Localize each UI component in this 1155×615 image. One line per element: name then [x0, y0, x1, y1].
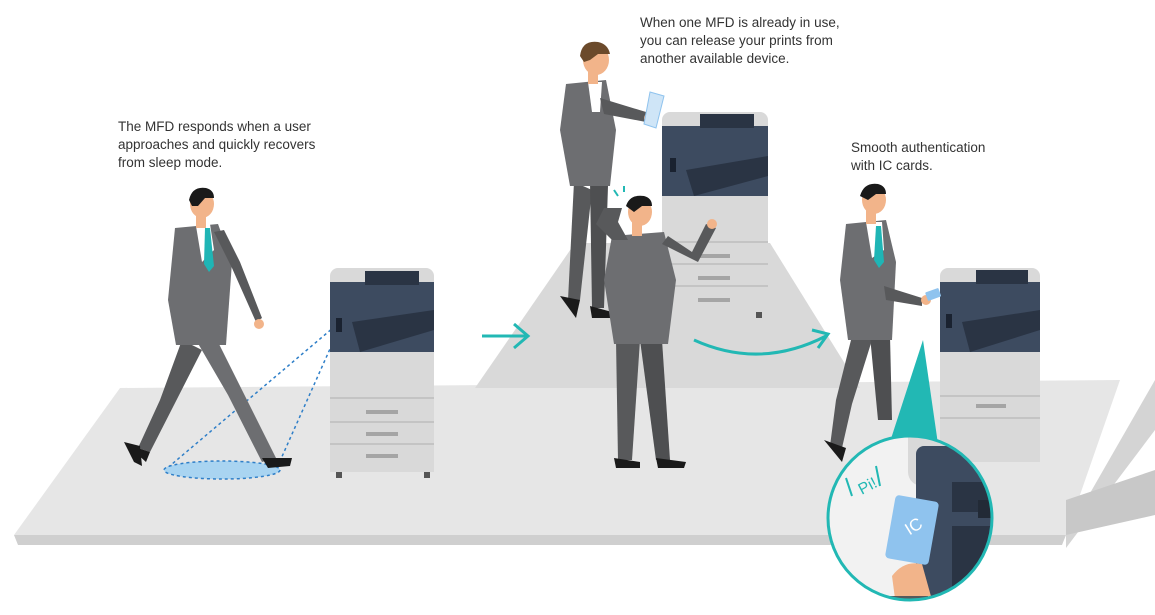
next-step-arrow-icon: [482, 322, 531, 350]
sound-mark-right: [875, 465, 881, 487]
sound-mark-left: [845, 477, 853, 497]
ic-card-icon: [885, 495, 939, 565]
redirect-arrow-icon: [693, 328, 831, 356]
tall-man-figure: [560, 41, 665, 318]
zoom-pointer: [888, 340, 940, 458]
waiting-man-figure: [596, 186, 717, 468]
mfd-printer-1: [330, 268, 434, 478]
caption-ic-authentication: Smooth authentication with IC cards.: [851, 140, 986, 173]
beep-sound-label: Pi!: [856, 475, 880, 499]
mfd-printer-2: [662, 112, 768, 318]
sensor-detection-area: [163, 321, 343, 480]
mfd-printer-3: [940, 268, 1040, 462]
caption-print-release: When one MFD is already in use, you can …: [640, 15, 840, 66]
caption-sleep-recovery: The MFD responds when a user approaches …: [118, 119, 316, 170]
walking-man-figure: [124, 187, 292, 468]
zoom-bubble: IC Pi!: [826, 434, 994, 602]
ic-card-user-figure: [824, 183, 942, 462]
